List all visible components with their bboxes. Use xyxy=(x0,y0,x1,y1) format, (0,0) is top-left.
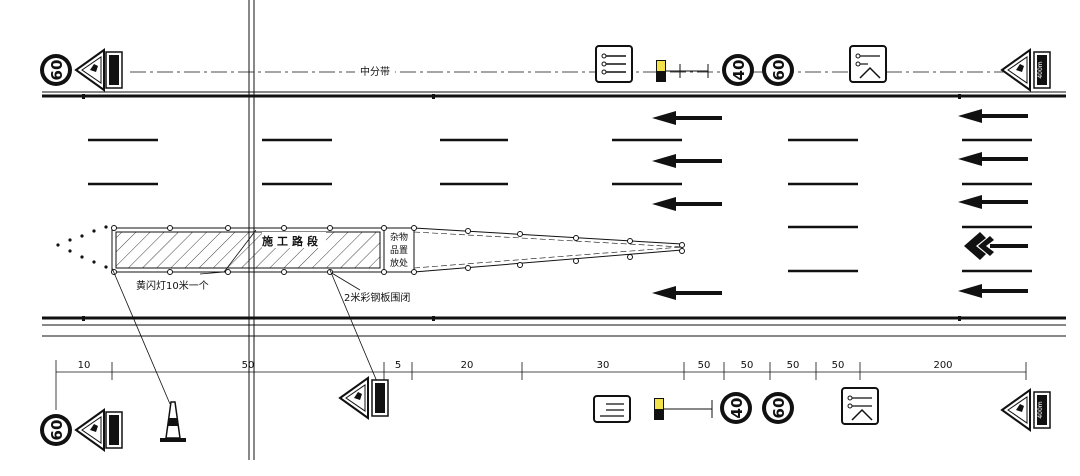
dim-200: 200 xyxy=(933,360,952,371)
vertical-reference-lines xyxy=(248,0,255,460)
dim-50-b: 50 xyxy=(741,360,754,371)
dim-50-d: 50 xyxy=(832,360,845,371)
work-zone-label: 施工路段 xyxy=(262,234,322,248)
svg-text:60: 60 xyxy=(770,60,788,81)
steel-fence-callout: 2米彩钢板围闭 xyxy=(344,291,410,304)
dimension-line xyxy=(55,360,1027,410)
roadwork-warning-sign xyxy=(338,376,389,420)
dim-50-a: 50 xyxy=(698,360,711,371)
lane-merge-sign xyxy=(849,45,887,83)
speed-limit-40-sign: 40 xyxy=(722,54,754,86)
lane-closure-sign xyxy=(593,395,631,423)
svg-text:40: 40 xyxy=(730,60,748,81)
flashing-beacon xyxy=(654,398,713,420)
arrow-left-icon xyxy=(958,195,1028,209)
storage-label-line-1: 杂物 xyxy=(390,231,408,243)
dim-50: 50 xyxy=(242,360,255,371)
lane-closure-sign xyxy=(595,45,633,83)
speed-limit-60-sign: 60 xyxy=(762,54,794,86)
flashing-beacon xyxy=(656,60,709,82)
storage-label-line-3: 放处 xyxy=(390,257,408,269)
speed-limit-60-sign: 60 xyxy=(762,392,794,424)
dim-50-c: 50 xyxy=(787,360,800,371)
arrow-left-icon xyxy=(958,284,1028,298)
roadwork-warning-sign xyxy=(74,408,123,452)
edge-post-marks xyxy=(82,94,961,321)
dim-5: 5 xyxy=(395,360,401,371)
speed-limit-60-sign: 60 xyxy=(40,414,72,446)
road-edges xyxy=(42,91,1066,337)
dim-10: 10 xyxy=(78,360,91,371)
dimension-labels: 10 50 5 20 30 50 50 50 50 200 xyxy=(78,360,953,371)
median-label: 中分带 xyxy=(360,65,390,78)
storage-area xyxy=(383,227,415,273)
svg-text:60: 60 xyxy=(48,420,66,441)
arrow-left-icon xyxy=(958,152,1028,166)
distance-plate-text: 400m xyxy=(1037,61,1044,78)
work-zone: 施工路段 杂物 品置 放处 xyxy=(111,227,415,291)
arrow-left-icon xyxy=(652,197,722,211)
arrow-left-icon xyxy=(652,154,722,168)
dim-30: 30 xyxy=(597,360,610,371)
callouts: 黄闪灯10米一个 2米彩钢板围闭 xyxy=(111,267,410,405)
arrow-left-icon xyxy=(652,286,722,300)
merge-arrow-icon xyxy=(964,232,1028,260)
lane-dashes xyxy=(88,138,1032,273)
direction-arrows xyxy=(652,109,1028,300)
svg-text:40: 40 xyxy=(728,398,746,419)
dim-20: 20 xyxy=(461,360,474,371)
roadwork-warning-sign: 400m xyxy=(1000,48,1051,92)
flash-light-callout: 黄闪灯10米一个 xyxy=(136,279,209,292)
exit-taper xyxy=(411,225,685,275)
lane-merge-sign xyxy=(841,387,879,425)
svg-text:60: 60 xyxy=(48,60,66,81)
roadwork-warning-sign: 400m xyxy=(1000,388,1051,432)
work-zone-hatch xyxy=(115,231,381,269)
storage-label-line-2: 品置 xyxy=(390,245,408,256)
speed-limit-40-sign: 40 xyxy=(720,392,752,424)
roadwork-warning-sign xyxy=(74,48,123,92)
speed-limit-60-sign: 60 xyxy=(40,54,72,86)
svg-text:60: 60 xyxy=(770,398,788,419)
traffic-cone-icon xyxy=(160,401,186,442)
distance-plate-text: 400m xyxy=(1037,401,1044,418)
entry-taper xyxy=(56,225,108,269)
arrow-left-icon xyxy=(652,111,722,125)
arrow-left-icon xyxy=(958,109,1028,123)
